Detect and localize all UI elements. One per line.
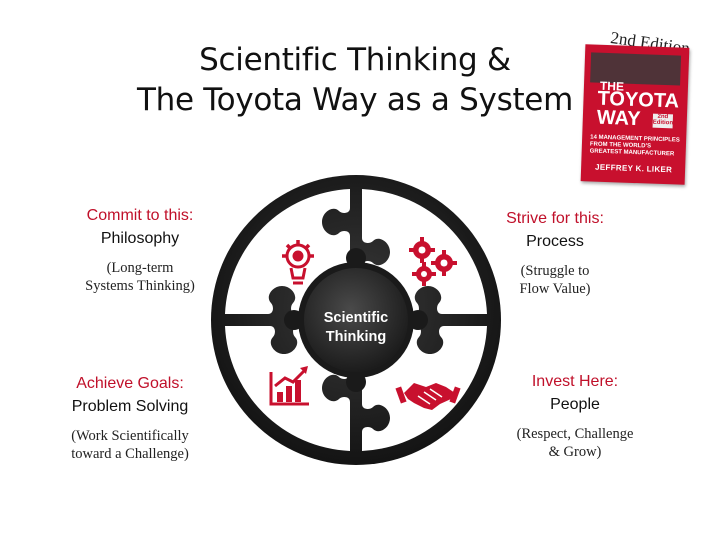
handshake-icon — [395, 383, 461, 410]
people-desc-1: (Respect, Challenge — [516, 426, 634, 442]
process-desc-2: Flow Value) — [519, 281, 591, 297]
problem-solving-block: Achieve Goals: Problem Solving (Work Sci… — [50, 372, 210, 463]
title-line-2: The Toyota Way as a System — [137, 82, 573, 118]
people-title: People — [550, 396, 600, 413]
title-line-1: Scientific Thinking & — [199, 42, 511, 78]
philosophy-lead: Commit to this: — [86, 207, 194, 224]
philosophy-block: Commit to this: Philosophy (Long-term Sy… — [60, 204, 220, 295]
problem-solving-desc-2: toward a Challenge) — [71, 446, 189, 462]
problem-solving-desc-1: (Work Scientifically — [71, 428, 189, 444]
center-label-line-2: Thinking — [326, 329, 386, 345]
problem-solving-lead: Achieve Goals: — [76, 375, 184, 392]
center-label-line-1: Scientific — [324, 310, 388, 326]
people-block: Invest Here: People (Respect, Challenge … — [495, 370, 655, 461]
growth-chart-icon — [269, 366, 309, 406]
process-title: Process — [526, 233, 584, 250]
process-lead: Strive for this: — [506, 210, 604, 227]
people-desc-2: & Grow) — [548, 444, 602, 460]
problem-solving-title: Problem Solving — [71, 398, 189, 415]
lightbulb-gear-icon — [282, 240, 314, 285]
process-block: Strive for this: Process (Struggle to Fl… — [480, 207, 630, 298]
philosophy-desc-2: Systems Thinking) — [85, 278, 195, 294]
people-lead: Invest Here: — [531, 373, 619, 390]
page-title: Scientific Thinking & The Toyota Way as … — [120, 40, 590, 120]
process-desc-1: (Struggle to — [520, 263, 590, 279]
philosophy-desc-1: (Long-term — [106, 260, 174, 276]
center-hub — [284, 248, 428, 392]
philosophy-title: Philosophy — [100, 230, 180, 247]
gears-icon — [409, 237, 457, 286]
